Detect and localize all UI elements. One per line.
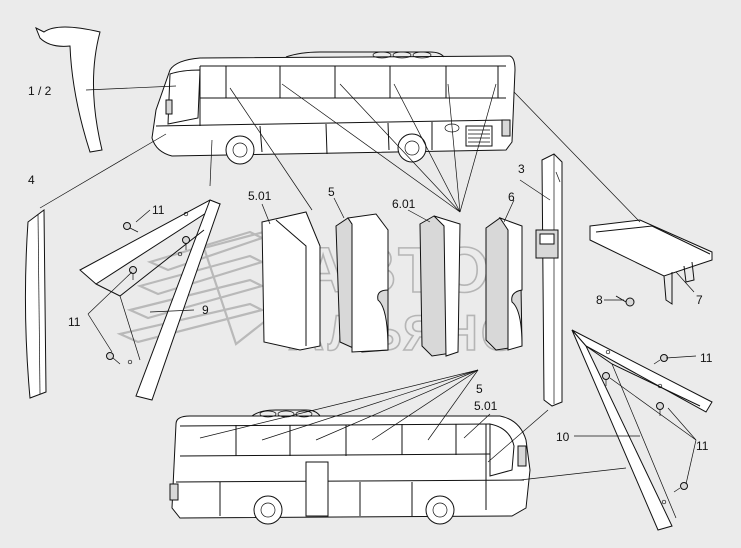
label-11-b: 11 — [68, 315, 81, 329]
part-3-pillar — [535, 153, 563, 407]
label-5-01-bottom: 5.01 — [474, 399, 498, 413]
part-4-strip — [24, 209, 47, 399]
label-6: 6 — [508, 190, 515, 204]
label-5-top: 5 — [328, 185, 335, 199]
label-10: 10 — [556, 430, 570, 444]
part-8-screw — [615, 295, 635, 307]
part-4-edge — [37, 213, 41, 395]
label-1-2: 1 / 2 — [28, 84, 52, 98]
callout-labels: 1 / 2 3 4 5 5.01 6 6.01 7 8 9 10 11 11 1… — [28, 84, 713, 453]
part-7-rail — [589, 219, 713, 305]
label-8: 8 — [596, 293, 603, 307]
label-3: 3 — [518, 162, 525, 176]
watermark-line1: АВТО — [300, 234, 493, 306]
part-9-bracket — [79, 199, 222, 401]
screw-11-group — [106, 222, 688, 493]
label-4: 4 — [28, 173, 35, 187]
part-1-2-strip — [35, 26, 103, 153]
label-11-d: 11 — [696, 439, 709, 453]
bus-bottom-view — [169, 409, 531, 525]
label-9: 9 — [202, 303, 209, 317]
label-11-a: 11 — [152, 203, 165, 217]
label-7: 7 — [696, 293, 703, 307]
bus-top-view — [151, 51, 516, 165]
label-6-01: 6.01 — [392, 197, 416, 211]
label-5-01-top: 5.01 — [248, 189, 272, 203]
label-11-c: 11 — [700, 351, 713, 365]
leader-lines — [39, 83, 697, 485]
part-10-bracket — [571, 329, 713, 531]
watermark-line2: АЛЬЯНС — [288, 305, 520, 361]
label-5-bottom: 5 — [476, 382, 483, 396]
part-5-01-fold — [275, 219, 307, 346]
